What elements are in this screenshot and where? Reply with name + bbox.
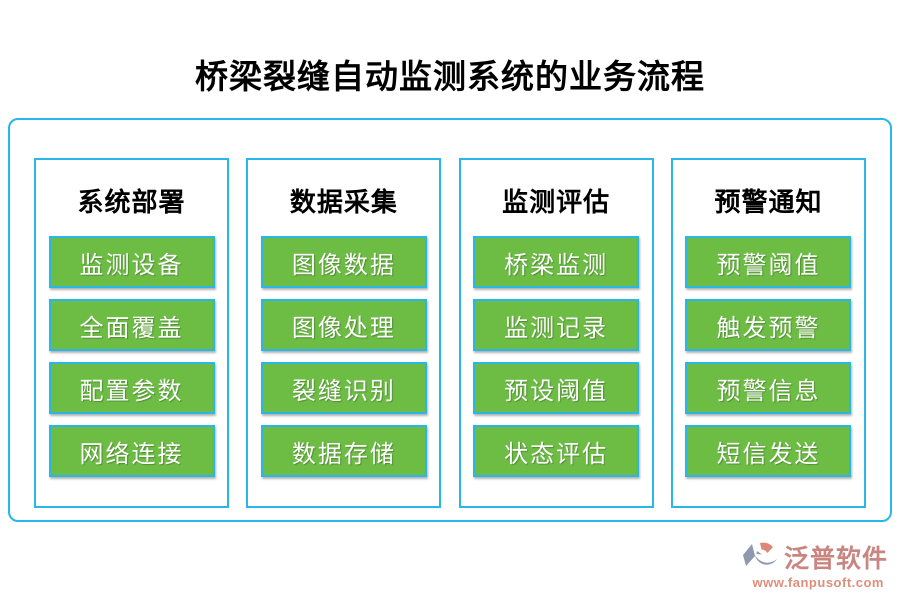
flow-step-node: 触发预警 bbox=[685, 299, 852, 351]
flow-step-node: 桥梁监测 bbox=[473, 236, 640, 288]
column-monitoring-evaluation: 监测评估 桥梁监测 监测记录 预设阈值 状态评估 bbox=[458, 158, 654, 508]
flow-step-node: 短信发送 bbox=[685, 425, 852, 477]
column-title: 系统部署 bbox=[77, 188, 186, 217]
flow-step-node: 配置参数 bbox=[48, 362, 215, 414]
column-title: 预警通知 bbox=[714, 188, 823, 217]
flow-step-node: 图像处理 bbox=[260, 299, 427, 351]
flow-step-node: 图像数据 bbox=[260, 236, 427, 288]
column-title: 监测评估 bbox=[502, 188, 611, 217]
flow-step-node: 监测记录 bbox=[473, 299, 640, 351]
brand-watermark: 泛普软件 www.fanpusoft.com bbox=[718, 539, 888, 590]
flow-container: 系统部署 监测设备 全面覆盖 配置参数 网络连接 数据采集 图像数据 图像处理 … bbox=[8, 118, 892, 522]
flow-step-node: 预警信息 bbox=[685, 362, 852, 414]
flow-step-node: 裂缝识别 bbox=[260, 362, 427, 414]
flow-step-node: 预警阈值 bbox=[685, 236, 852, 288]
fanpu-logo-icon bbox=[742, 542, 777, 566]
brand-name: 泛普软件 bbox=[783, 546, 888, 573]
flow-step-node: 数据存储 bbox=[260, 425, 427, 477]
flow-step-node: 监测设备 bbox=[48, 236, 215, 288]
column-title: 数据采集 bbox=[289, 188, 398, 217]
column-warning-notification: 预警通知 预警阈值 触发预警 预警信息 短信发送 bbox=[670, 158, 866, 508]
flow-step-node: 状态评估 bbox=[473, 425, 640, 477]
page-title: 桥梁裂缝自动监测系统的业务流程 bbox=[195, 60, 705, 96]
column-data-collection: 数据采集 图像数据 图像处理 裂缝识别 数据存储 bbox=[246, 158, 442, 508]
brand-url: www.fanpusoft.com bbox=[752, 575, 884, 590]
flow-step-node: 预设阈值 bbox=[473, 362, 640, 414]
column-system-deployment: 系统部署 监测设备 全面覆盖 配置参数 网络连接 bbox=[34, 158, 229, 508]
flow-step-node: 网络连接 bbox=[48, 425, 215, 477]
flow-step-node: 全面覆盖 bbox=[48, 299, 215, 351]
